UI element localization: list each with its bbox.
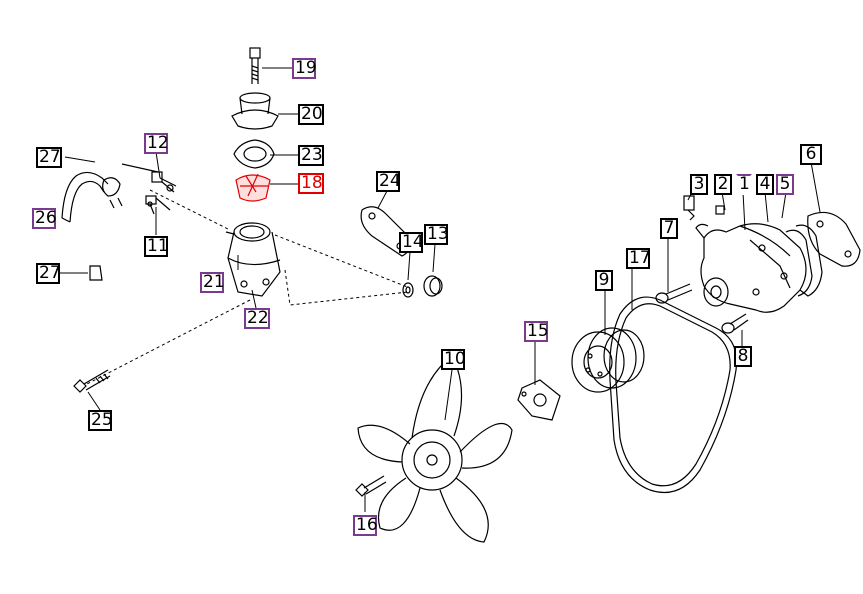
water-outlet-20 [231, 92, 279, 130]
clamp-27-upper [102, 177, 123, 209]
gasket-6 [807, 211, 861, 267]
part-label-4[interactable]: 4 [756, 174, 774, 195]
fan-spacer-15 [517, 379, 561, 421]
part-label-2[interactable]: 2 [714, 174, 732, 195]
thermostat-18 [235, 173, 271, 202]
part-label-12[interactable]: 12 [144, 133, 169, 154]
bolt-16 [355, 475, 387, 497]
part-label-11[interactable]: 11 [144, 236, 169, 257]
bolt-8 [721, 313, 749, 334]
part-label-6[interactable]: 6 [800, 144, 822, 165]
part-label-22[interactable]: 22 [244, 308, 270, 329]
part-label-5[interactable]: 5 [776, 174, 794, 195]
plate-5 [795, 224, 823, 297]
part-label-19[interactable]: 19 [292, 58, 317, 79]
part-label-16[interactable]: 16 [353, 515, 378, 536]
sensor-11 [145, 195, 171, 215]
cooling-fan-10 [357, 355, 513, 543]
washer-14 [402, 282, 414, 298]
part-label-17[interactable]: 17 [626, 248, 651, 269]
bolt-19 [249, 47, 261, 84]
part-label-13[interactable]: 13 [424, 224, 449, 245]
part-label-23[interactable]: 23 [298, 145, 324, 166]
plug-13 [423, 275, 443, 297]
gasket-4 [785, 229, 813, 297]
part-label-18[interactable]: 18 [298, 173, 324, 194]
part-label-26[interactable]: 26 [32, 208, 57, 229]
part-label-20[interactable]: 20 [298, 104, 324, 125]
bolt-25 [73, 369, 111, 393]
part-label-25[interactable]: 25 [88, 410, 113, 431]
clamp-27-lower [89, 265, 103, 281]
sender-12 [121, 163, 177, 193]
v-belt-17 [609, 296, 738, 494]
part-label-9[interactable]: 9 [595, 270, 613, 291]
part-label-8[interactable]: 8 [734, 346, 752, 367]
part-label-10[interactable]: 10 [441, 349, 466, 370]
bolt-7 [655, 283, 693, 304]
part-label-15[interactable]: 15 [524, 321, 549, 342]
part-label-21[interactable]: 21 [200, 272, 225, 293]
part-label-27-upper[interactable]: 27 [36, 147, 62, 168]
water-pump-1 [695, 223, 807, 313]
part-label-3[interactable]: 3 [690, 174, 708, 195]
part-label-24[interactable]: 24 [376, 171, 401, 192]
thermostat-housing-21 [225, 222, 281, 297]
sensor-3 [683, 195, 695, 221]
hose-26 [61, 171, 109, 223]
part-label-7[interactable]: 7 [660, 218, 678, 239]
part-label-27-lower[interactable]: 27 [36, 263, 61, 284]
plug-2 [715, 205, 725, 215]
part-label-1[interactable]: 1 [736, 174, 752, 195]
gasket-23 [233, 139, 275, 169]
part-label-14[interactable]: 14 [399, 232, 424, 253]
pulley-9 [571, 327, 645, 393]
